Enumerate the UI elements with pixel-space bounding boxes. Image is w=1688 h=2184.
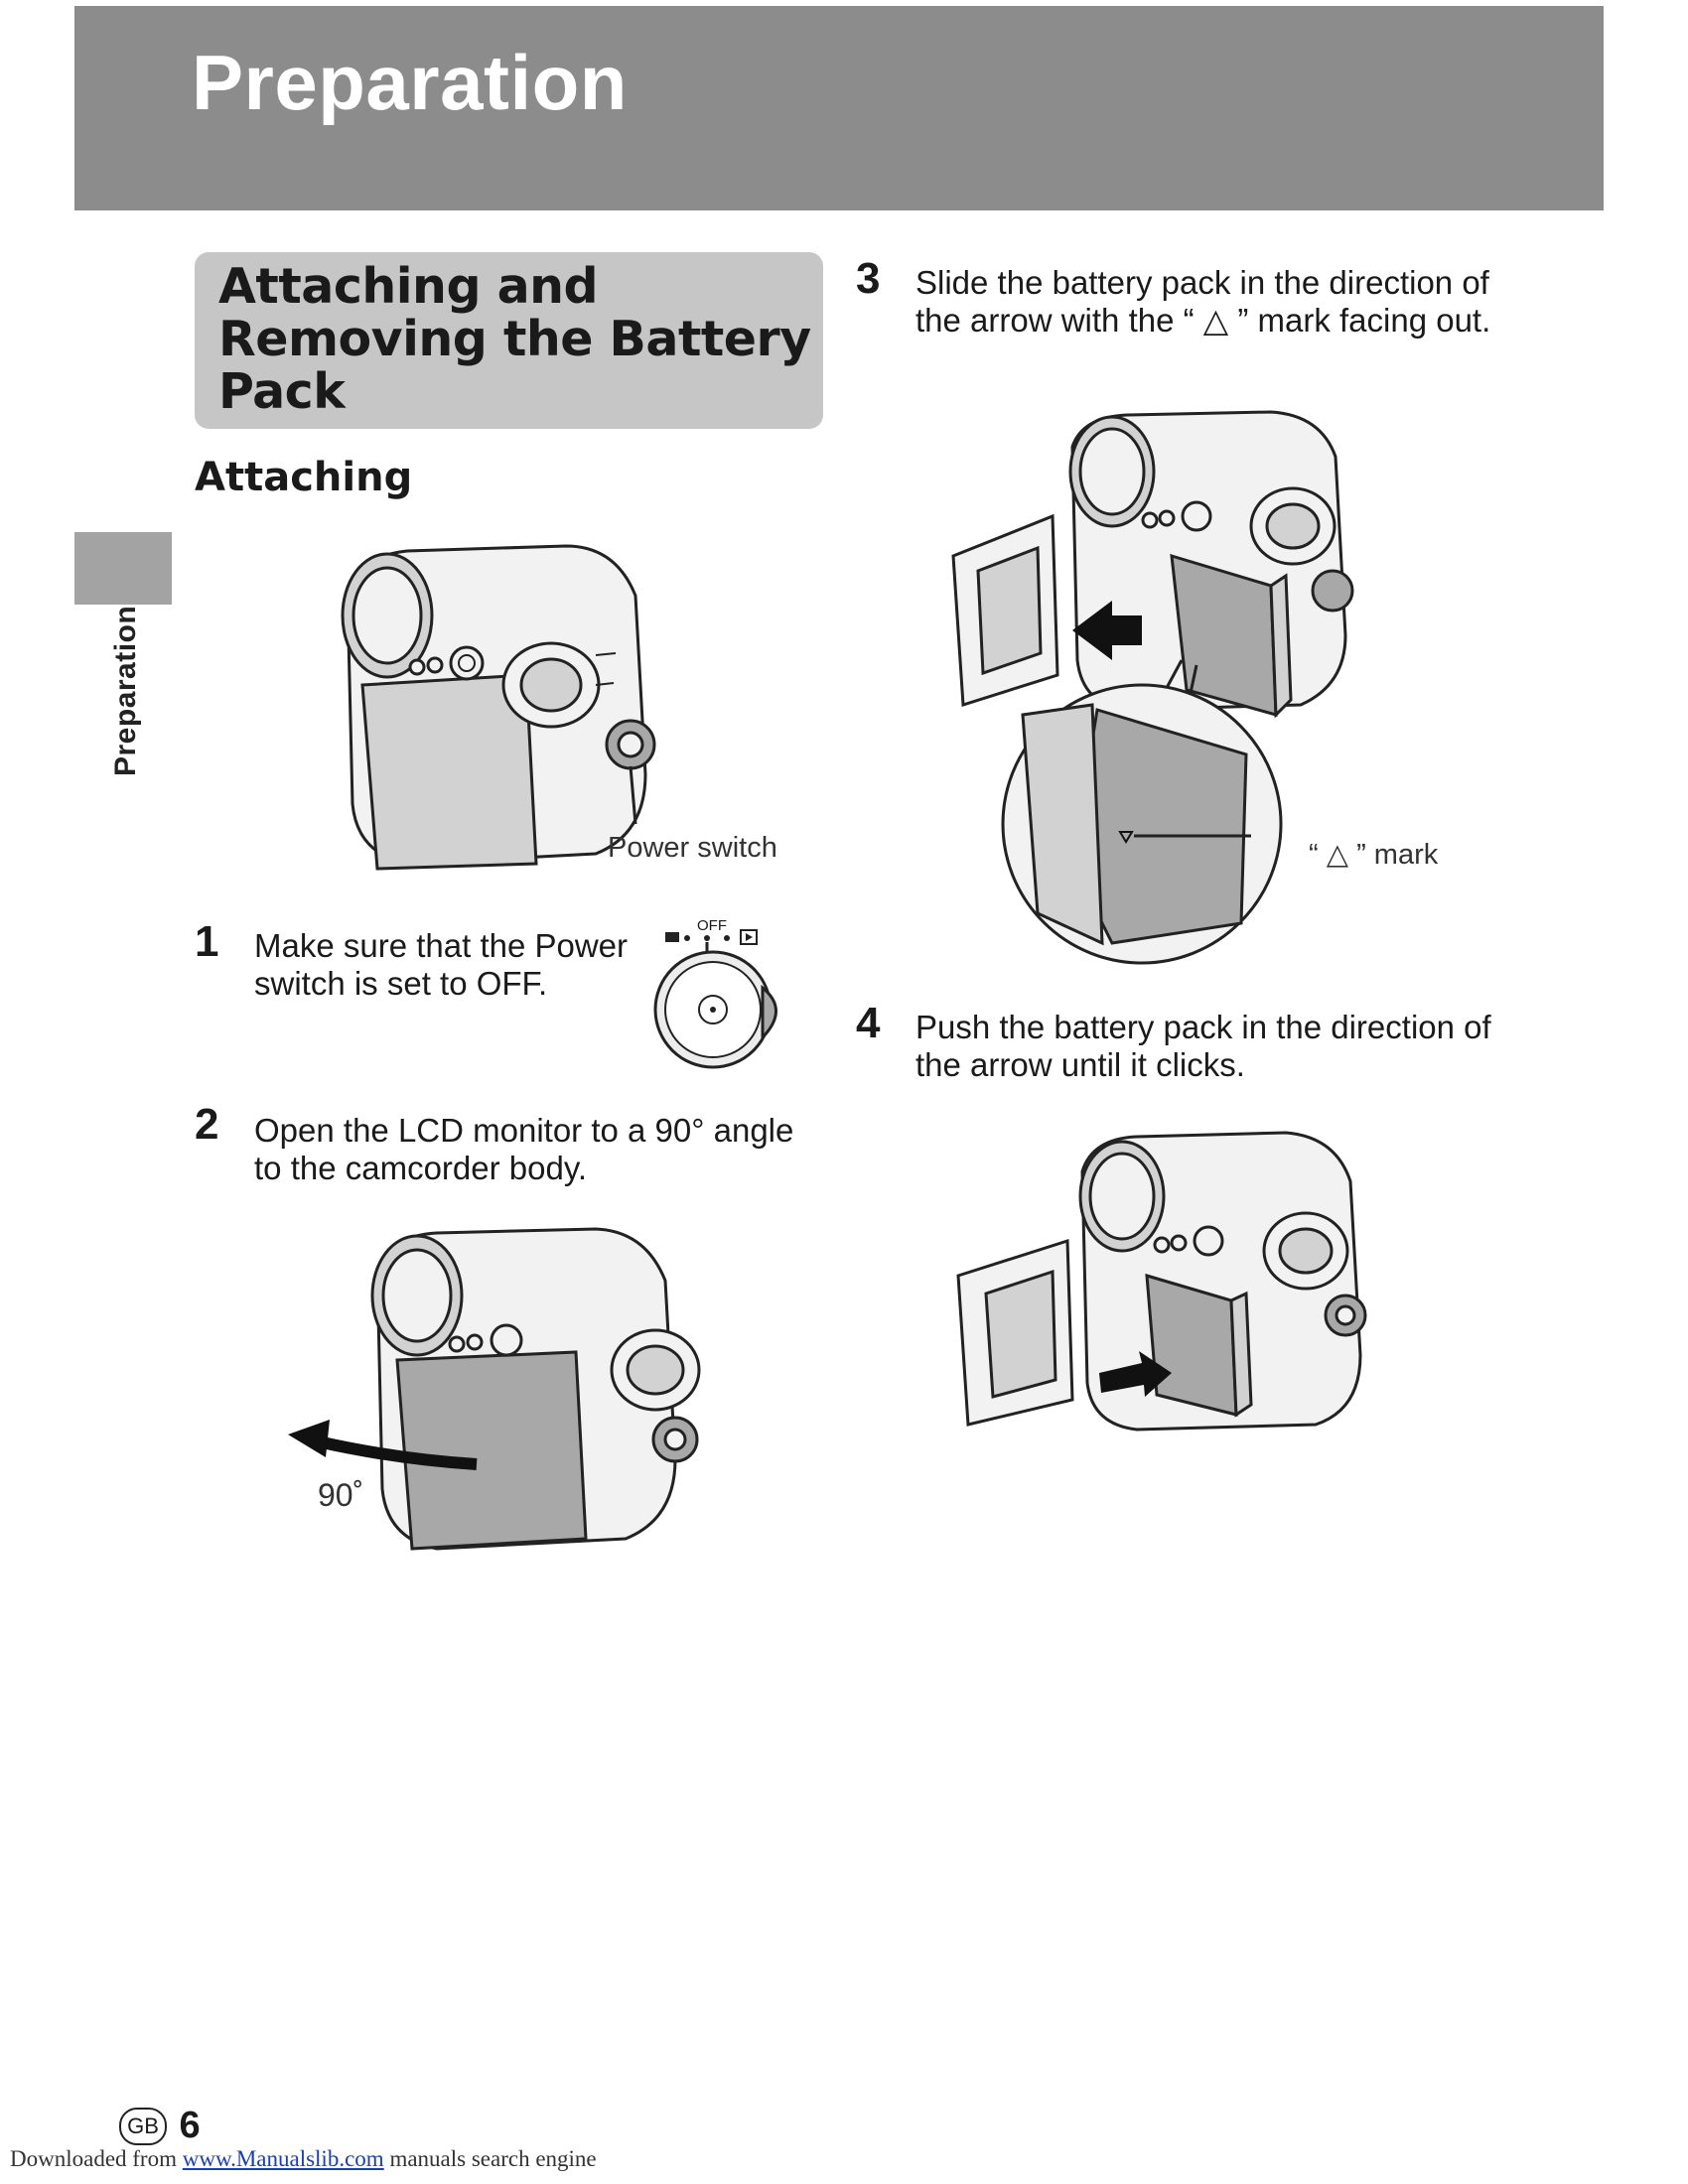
step-2-number: 2 — [195, 1100, 219, 1149]
side-tab-marker — [74, 532, 172, 605]
power-switch-label: Power switch — [608, 832, 777, 864]
step-4-number: 4 — [856, 999, 881, 1047]
step-1-text: Make sure that the Power switch is set t… — [254, 927, 629, 1002]
camcorder-lcd-open-illustration — [288, 1227, 701, 1551]
credit-suffix: manuals search engine — [389, 2146, 597, 2171]
section-title-box — [195, 252, 823, 429]
step-3-text: Slide the battery pack in the direction … — [915, 264, 1491, 339]
step-2-text: Open the LCD monitor to a 90° angle to t… — [254, 1112, 794, 1186]
subheading-attaching: Attaching — [195, 455, 413, 500]
page-title: Preparation — [192, 39, 628, 126]
section-title: Attaching and Removing the Battery Pack — [218, 258, 811, 420]
power-dial-illustration — [653, 929, 777, 1069]
step-4-text: Push the battery pack in the direction o… — [915, 1009, 1491, 1083]
battery-push-illustration — [956, 1131, 1367, 1432]
dial-off-label: OFF — [697, 917, 727, 934]
region-badge: GB — [119, 2107, 167, 2145]
download-credit: Downloaded from www.Manualslib.com manua… — [10, 2146, 597, 2172]
mark-label: “ △ ” mark — [1309, 839, 1439, 871]
angle-label: 90˚ — [318, 1477, 364, 1513]
header-band — [74, 6, 1604, 210]
step-1-number: 1 — [195, 917, 219, 966]
page-number: 6 — [179, 2105, 201, 2146]
camcorder-power-switch-illustration — [341, 544, 656, 871]
page-footer: GB 6 — [119, 2105, 201, 2147]
credit-prefix: Downloaded from — [10, 2146, 177, 2171]
step-3-number: 3 — [856, 254, 881, 303]
battery-slide-illustration — [951, 410, 1354, 965]
side-tab-label: Preparation — [109, 605, 142, 776]
manualslib-link[interactable]: www.Manualslib.com — [182, 2146, 384, 2171]
